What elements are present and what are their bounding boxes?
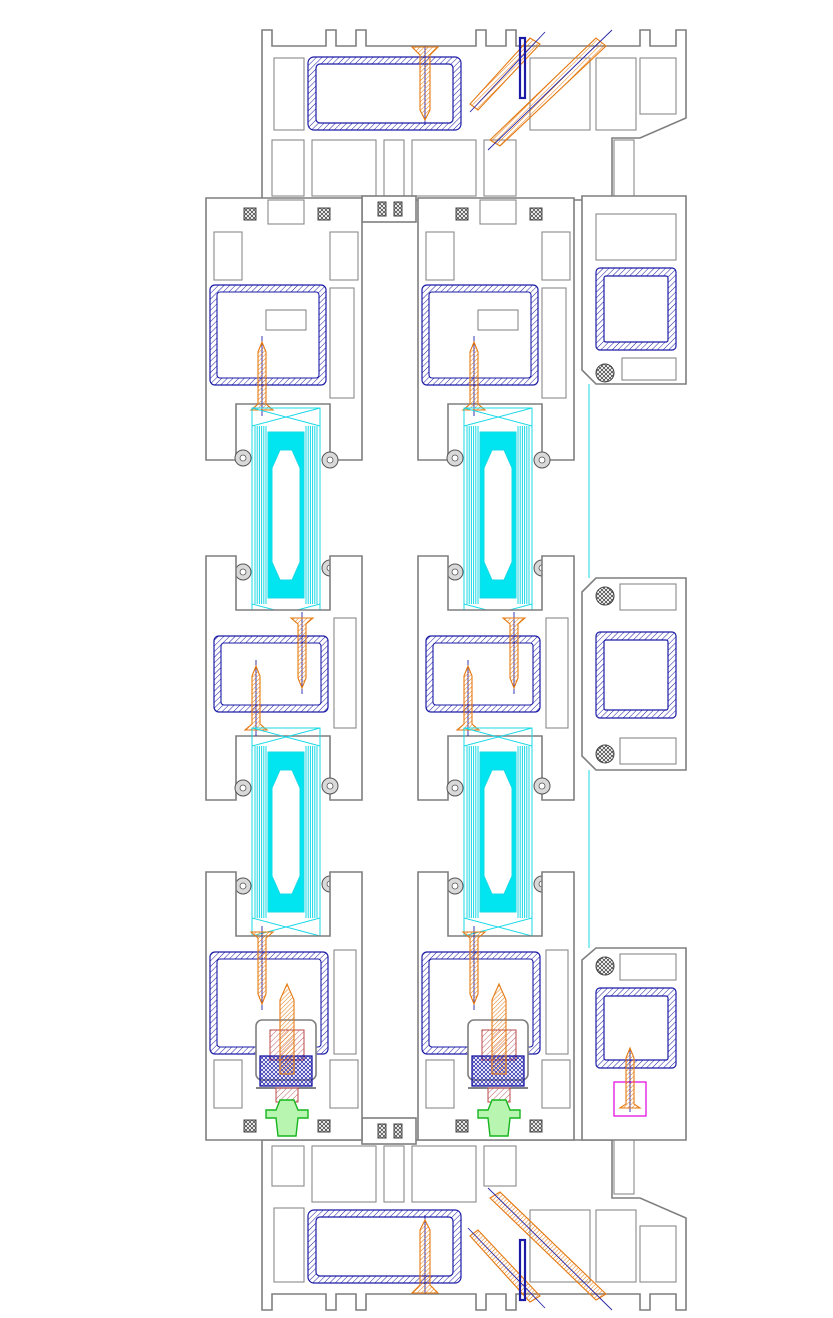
- divider-bar: [518, 36, 527, 100]
- screw-icon: [469, 31, 546, 113]
- gasket-icon: [243, 1119, 257, 1133]
- glass-unit-icon: [463, 727, 533, 937]
- screw-icon: [410, 46, 440, 125]
- screw-icon: [455, 664, 481, 731]
- glass-unit-icon: [463, 407, 533, 623]
- steel-reinforcement-icon: [307, 1209, 462, 1284]
- gasket-icon: [595, 744, 615, 764]
- sash-columns: [205, 197, 575, 1141]
- gasket-icon: [455, 1119, 469, 1133]
- screw-icon: [461, 931, 487, 1006]
- screw-icon: [249, 340, 275, 411]
- right-fixed-frame-middle: [581, 577, 687, 771]
- gasket-icon: [529, 1119, 543, 1133]
- divider-bar: [518, 1238, 527, 1302]
- steel-reinforcement-icon: [307, 56, 462, 131]
- screw-icon: [491, 982, 507, 1075]
- right-fixed-frame-top: [581, 195, 687, 385]
- mullion-connector-bottom: [361, 1117, 417, 1145]
- screw-icon: [279, 982, 295, 1075]
- screw-icon: [487, 1187, 613, 1311]
- plug-icon: [265, 1099, 309, 1137]
- gasket-icon: [317, 1119, 331, 1133]
- screw-icon: [467, 1227, 546, 1309]
- gasket-icon: [317, 207, 331, 221]
- screw-icon: [461, 340, 487, 411]
- glass-unit-icon: [251, 407, 321, 623]
- screw-icon: [243, 664, 269, 731]
- right-fixed-frame-bottom: [581, 947, 687, 1141]
- screw-icon: [501, 617, 527, 690]
- mullion-connector-top: [361, 195, 417, 223]
- gasket-icon: [529, 207, 543, 221]
- gasket-icon: [455, 207, 469, 221]
- plug-icon: [477, 1099, 521, 1137]
- gasket-icon: [595, 363, 615, 383]
- screw-icon: [487, 29, 613, 151]
- gasket-icon: [595, 956, 615, 976]
- screw-icon: [410, 1215, 440, 1294]
- gasket-icon: [595, 586, 615, 606]
- sash-column-left: [205, 197, 363, 1141]
- screw-icon: [618, 1046, 642, 1109]
- screw-icon: [249, 931, 275, 1006]
- glass-unit-icon: [251, 727, 321, 937]
- screw-icon: [289, 617, 315, 690]
- gasket-icon: [243, 207, 257, 221]
- sash-column-right: [417, 197, 575, 1141]
